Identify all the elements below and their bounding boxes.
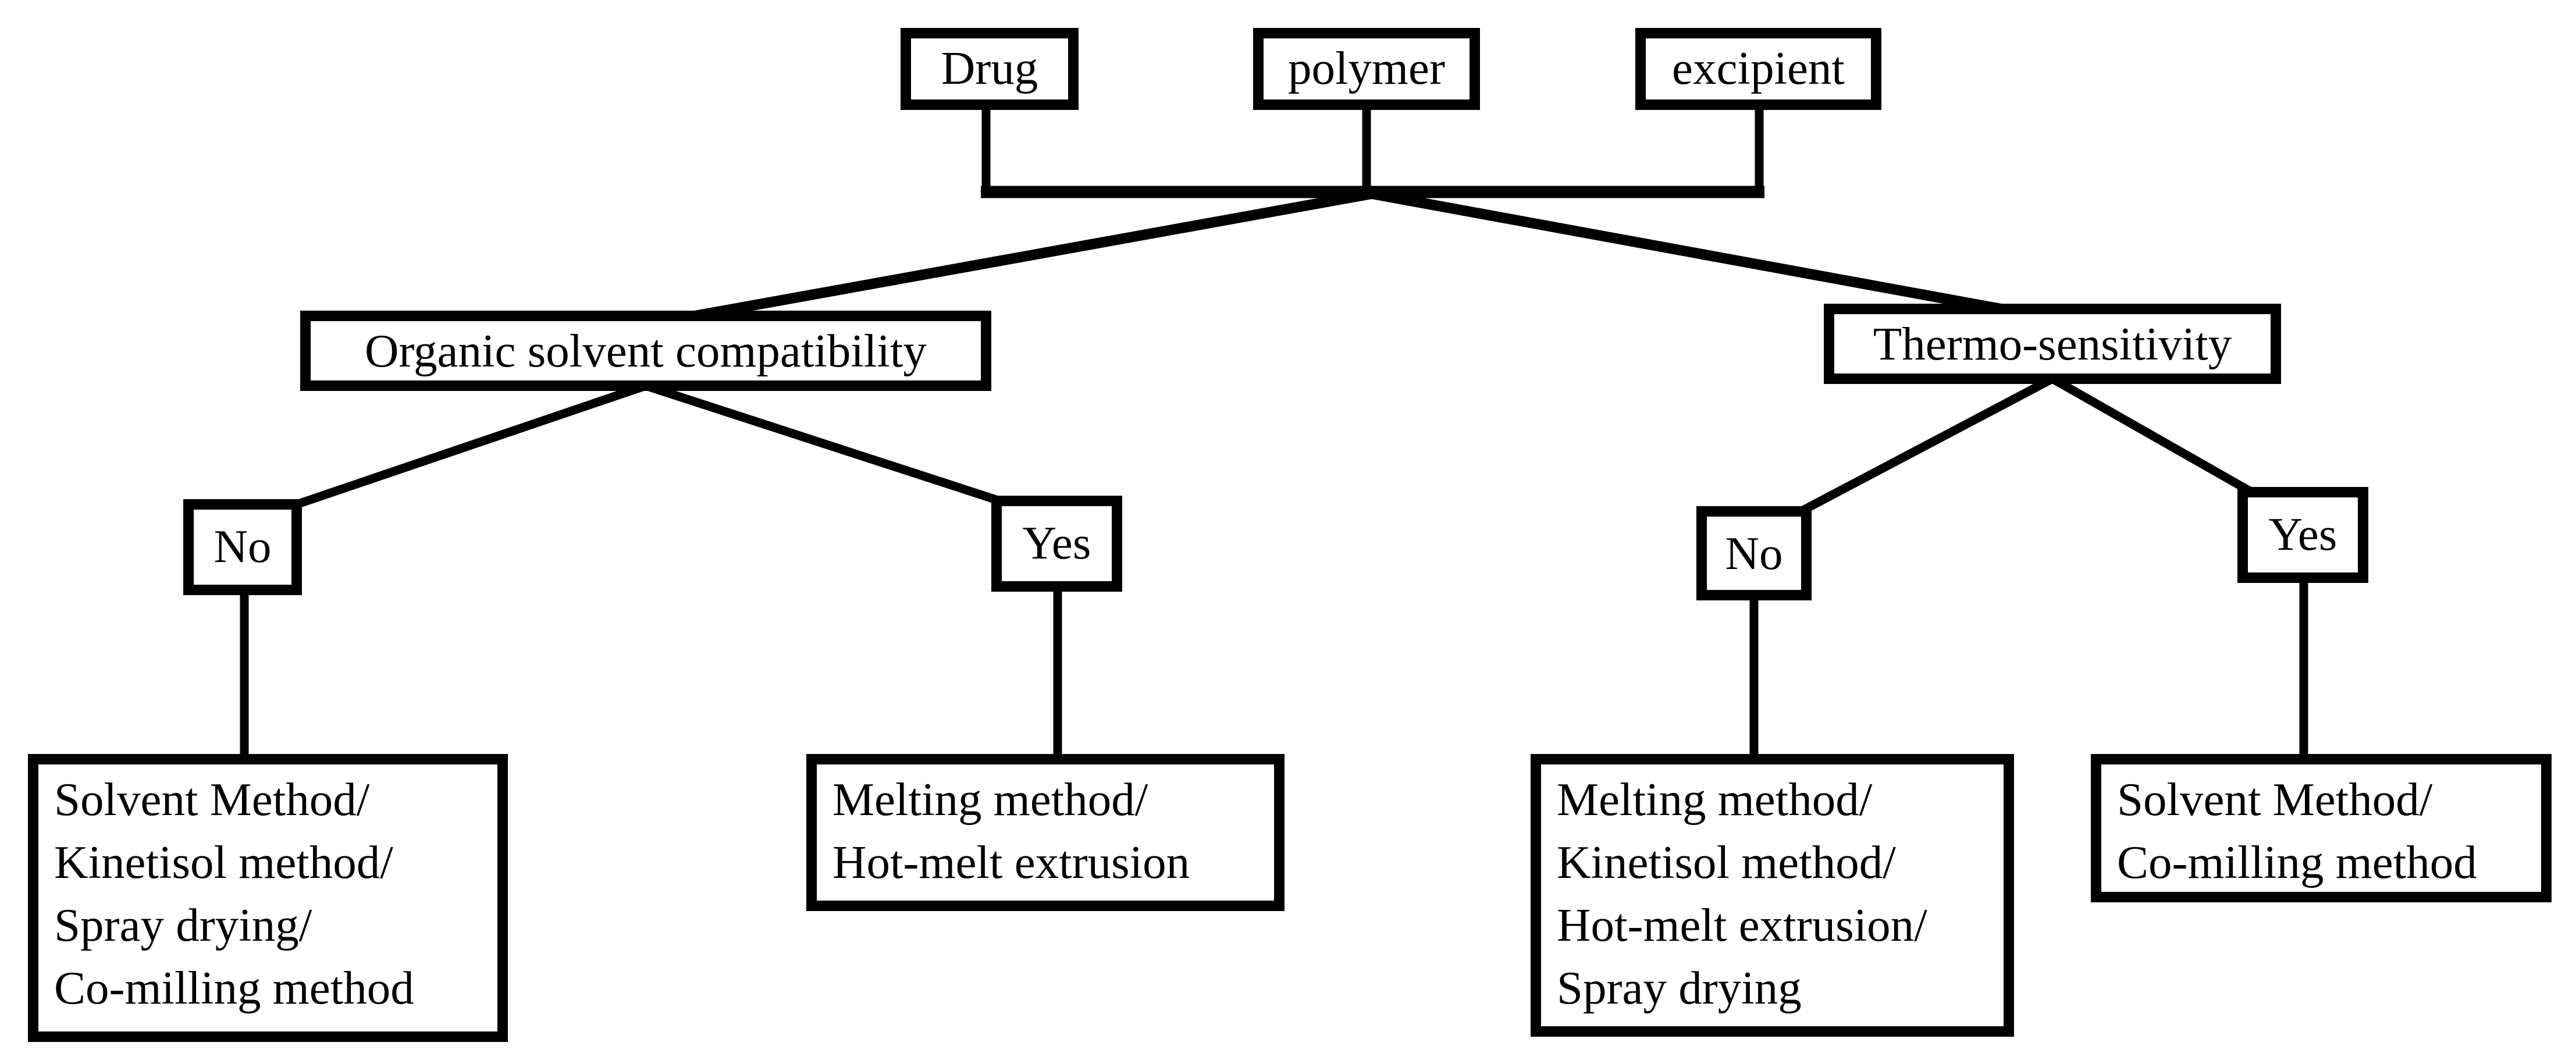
method-line: Melting method/ <box>832 773 1148 826</box>
method-line: Solvent Method/ <box>2117 773 2433 826</box>
method-leaf-organic-yes: Melting method/ Hot-melt extrusion <box>806 754 1285 911</box>
input-node-polymer: polymer <box>1253 28 1480 110</box>
method-line: Hot-melt extrusion/ <box>1557 899 1927 951</box>
method-leaf-organic-no: Solvent Method/ Kinetisol method/ Spray … <box>28 754 508 1042</box>
method-line: Co-milling method <box>54 962 414 1014</box>
decision-node-organic-solvent-compatibility: Organic solvent compatibility <box>300 311 991 391</box>
method-line: Co-milling method <box>2117 836 2477 888</box>
method-line: Melting method/ <box>1557 773 1873 826</box>
answer-node-thermo-no: No <box>1696 506 1812 600</box>
method-leaf-thermo-yes: Solvent Method/ Co-milling method <box>2091 754 2552 902</box>
thermo-yes-diagonal-line <box>2050 375 2257 498</box>
decision-node-thermo-sensitivity: Thermo-sensitivity <box>1824 304 2281 384</box>
method-line: Hot-melt extrusion <box>832 836 1190 888</box>
answer-node-organic-yes: Yes <box>991 496 1122 592</box>
method-line: Kinetisol method/ <box>1557 836 1896 888</box>
method-line: Spray drying/ <box>54 899 312 951</box>
branch-right-diagonal-line <box>1371 188 2012 316</box>
branch-left-diagonal-line <box>693 188 1373 321</box>
input-node-excipient: excipient <box>1635 28 1881 110</box>
answer-node-organic-no: No <box>183 499 302 595</box>
organic-yes-diagonal-line <box>644 381 1007 507</box>
input-node-drug: Drug <box>901 28 1079 110</box>
method-line: Spray drying <box>1557 962 1802 1014</box>
method-leaf-thermo-no: Melting method/ Kinetisol method/ Hot-me… <box>1531 754 2014 1037</box>
answer-node-thermo-yes: Yes <box>2237 487 2368 583</box>
method-line: Kinetisol method/ <box>54 836 393 888</box>
thermo-no-diagonal-line <box>1795 375 2055 517</box>
organic-no-diagonal-line <box>290 381 647 511</box>
method-line: Solvent Method/ <box>54 773 370 826</box>
